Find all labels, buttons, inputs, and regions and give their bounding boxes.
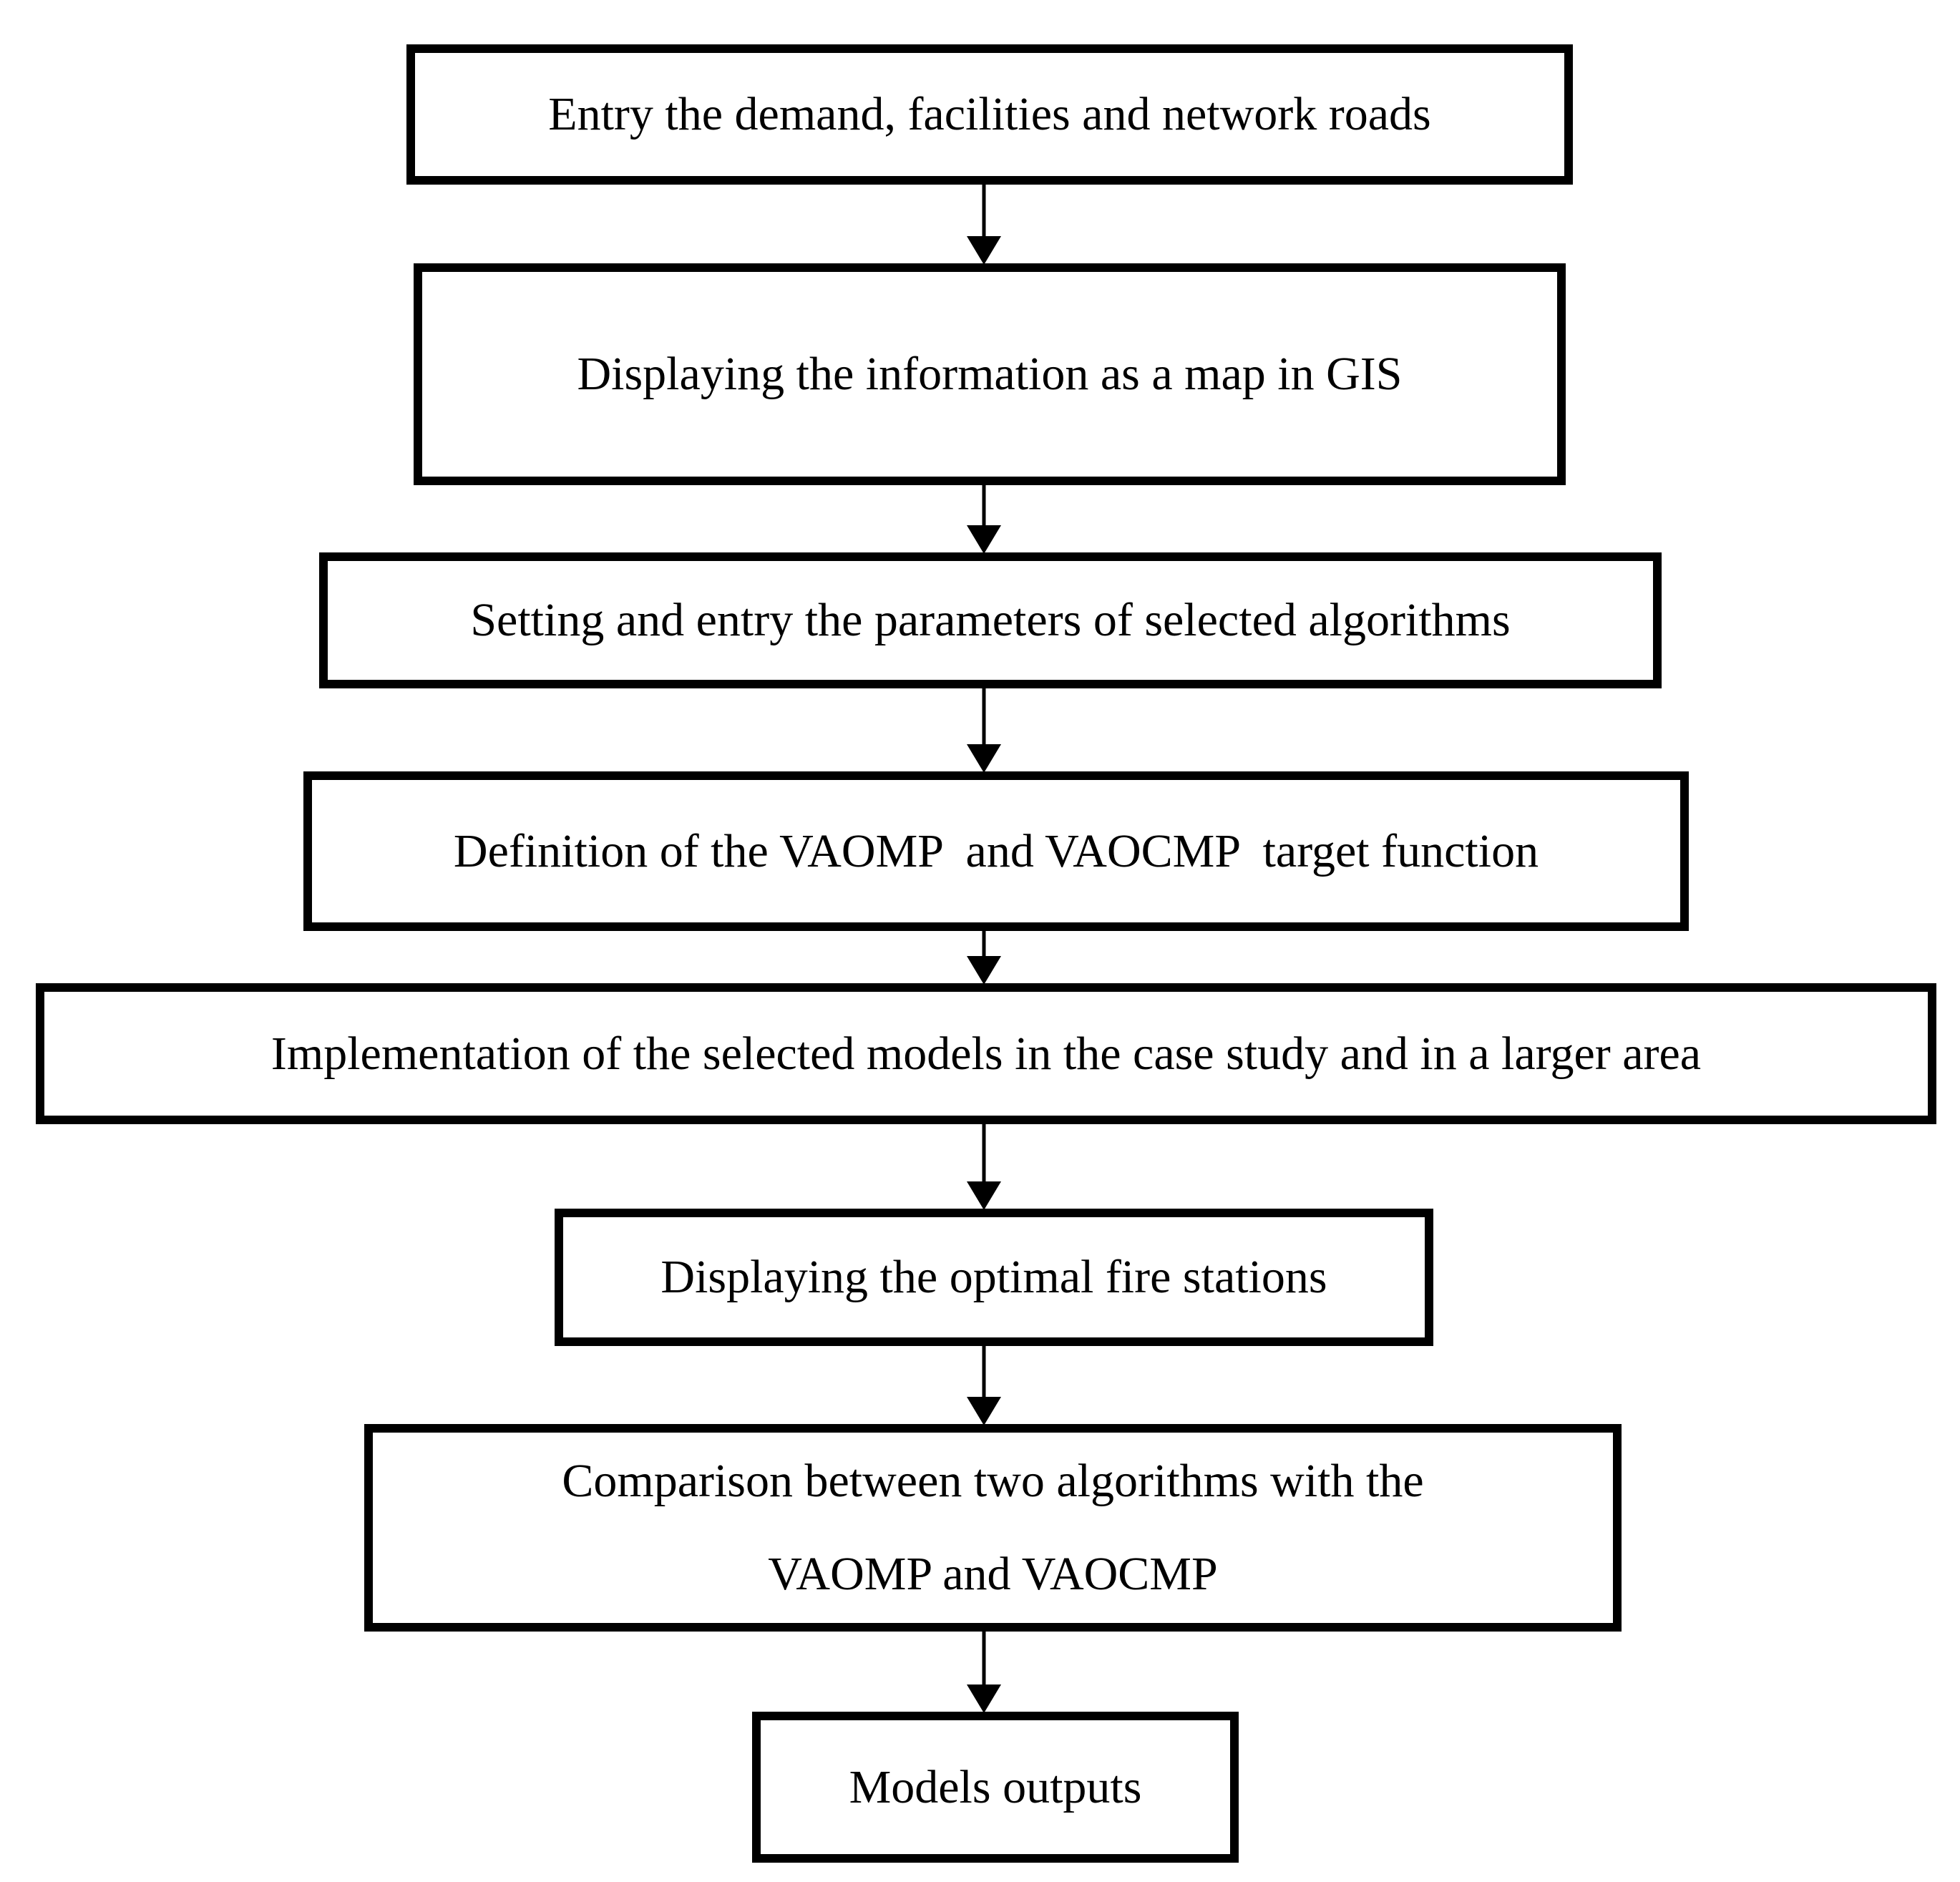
arrow-shaft (982, 1124, 986, 1187)
node-label: Entry the demand, facilities and network… (548, 88, 1431, 141)
arrow-down-icon (967, 956, 1001, 985)
arrow-down-icon (967, 236, 1001, 265)
node-label: Models outputs (849, 1760, 1142, 1813)
flowchart-node-define-target-function: Definition of the VAOMP and VAOCMP targe… (303, 771, 1689, 931)
arrow-down-icon (967, 1684, 1001, 1713)
arrow-shaft (982, 485, 986, 531)
flow-arrow (967, 1124, 1001, 1210)
arrow-shaft (982, 1632, 986, 1690)
arrow-down-icon (967, 1397, 1001, 1425)
arrow-down-icon (967, 525, 1001, 554)
node-label: Implementation of the selected models in… (270, 1027, 1702, 1080)
flow-arrow (967, 485, 1001, 554)
node-label: Definition of the VAOMP and VAOCMP targe… (453, 824, 1539, 877)
flowchart-node-implement-models: Implementation of the selected models in… (36, 983, 1936, 1124)
flow-arrow (967, 1346, 1001, 1425)
node-label-line-1: Comparison between two algorithms with t… (562, 1455, 1424, 1508)
node-label: Displaying the optimal fire stations (660, 1251, 1327, 1304)
flowchart-node-models-outputs: Models outputs (752, 1712, 1239, 1863)
arrow-shaft (982, 1346, 986, 1403)
flow-arrow (967, 185, 1001, 265)
flow-arrow (967, 931, 1001, 985)
flowchart-node-set-entry-parameters: Setting and entry the parameters of sele… (319, 552, 1662, 688)
arrow-shaft (982, 185, 986, 242)
flow-arrow (967, 1632, 1001, 1713)
node-label: Displaying the information as a map in G… (577, 348, 1403, 401)
flowchart-node-display-info-map-gis: Displaying the information as a map in G… (414, 263, 1566, 485)
arrow-down-icon (967, 1181, 1001, 1210)
arrow-down-icon (967, 744, 1001, 773)
arrow-shaft (982, 931, 986, 962)
flow-arrow (967, 688, 1001, 773)
flowchart-node-display-optimal-fire-stations: Displaying the optimal fire stations (555, 1209, 1433, 1346)
arrow-shaft (982, 688, 986, 750)
node-label-line-2: VAOMP and VAOCMP (768, 1548, 1218, 1600)
flowchart-node-entry-demand-facilities-roads: Entry the demand, facilities and network… (406, 44, 1573, 185)
node-label: Setting and entry the parameters of sele… (470, 594, 1511, 647)
flowchart-node-compare-algorithms: Comparison between two algorithms with t… (364, 1424, 1622, 1632)
